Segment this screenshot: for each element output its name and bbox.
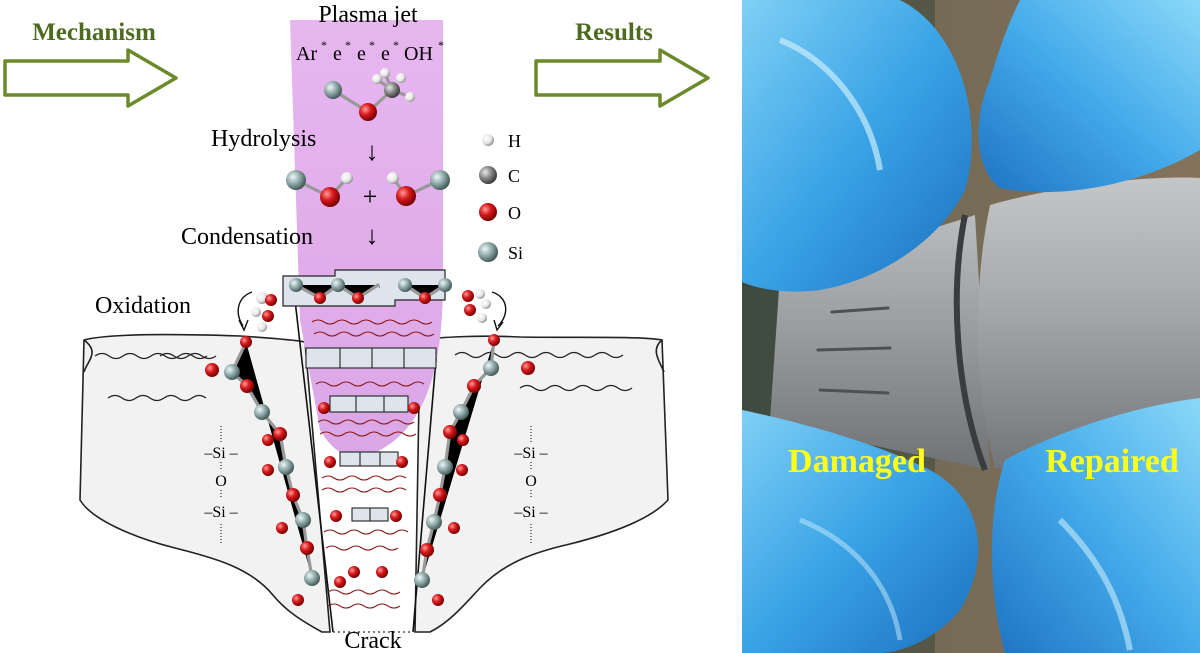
tube-seam bbox=[953, 214, 988, 472]
hydrolysis-arrow: ↓ bbox=[366, 137, 379, 166]
glove-bottom-right bbox=[991, 398, 1200, 653]
siloxane-right: –Si – O –Si – bbox=[513, 426, 549, 544]
film-atoms bbox=[289, 278, 452, 304]
svg-text:–Si –: –Si – bbox=[203, 445, 238, 462]
siloxane-left: –Si – O –Si – bbox=[203, 426, 239, 544]
mechanism-arrow bbox=[3, 48, 178, 108]
repair-photo bbox=[742, 0, 1200, 653]
legend-h-icon bbox=[482, 134, 494, 146]
oxidation-label: Oxidation bbox=[95, 293, 191, 319]
condensation-label: Condensation bbox=[181, 224, 313, 250]
svg-text:–Si –: –Si – bbox=[203, 504, 238, 521]
legend-o-icon bbox=[479, 203, 497, 221]
svg-text:O: O bbox=[525, 473, 537, 490]
glove-top-right bbox=[978, 0, 1200, 193]
svg-text:e: e bbox=[381, 43, 390, 65]
tube-repaired bbox=[978, 177, 1200, 469]
oxidation-molecules-right bbox=[462, 289, 491, 323]
svg-text:e: e bbox=[333, 43, 342, 65]
svg-text:OH: OH bbox=[404, 43, 433, 65]
svg-text:–Si –: –Si – bbox=[513, 445, 548, 462]
svg-text:*: * bbox=[321, 38, 327, 52]
crack-interior-atoms bbox=[318, 402, 420, 588]
plasma-jet-label: Plasma jet bbox=[318, 2, 418, 28]
oxidation-molecules-left bbox=[251, 292, 277, 332]
results-heading: Results bbox=[575, 19, 653, 46]
silanol-molecules bbox=[286, 170, 450, 207]
svg-text:Si: Si bbox=[508, 243, 523, 263]
left-wall-chain bbox=[205, 336, 320, 606]
results-arrow bbox=[534, 48, 710, 108]
silica-blocks bbox=[305, 347, 437, 522]
svg-text:*: * bbox=[438, 38, 444, 52]
svg-text:*: * bbox=[393, 38, 399, 52]
scratch-marks bbox=[816, 306, 892, 395]
crack-label: Crack bbox=[344, 628, 401, 653]
svg-text:–Si –: –Si – bbox=[513, 504, 548, 521]
plus-sign: + bbox=[363, 182, 378, 211]
oxidation-arrow-left bbox=[237, 291, 253, 327]
svg-text:*: * bbox=[369, 38, 375, 52]
methoxy-molecule bbox=[324, 68, 415, 121]
svg-text:H: H bbox=[508, 131, 521, 151]
svg-text:e: e bbox=[357, 43, 366, 65]
hydrolysis-label: Hydrolysis bbox=[211, 126, 316, 152]
svg-text:C: C bbox=[508, 166, 520, 186]
legend-si-icon bbox=[478, 242, 498, 262]
crack-wall-left bbox=[294, 299, 334, 633]
legend-c-icon bbox=[479, 166, 497, 184]
glove-bottom-left bbox=[742, 410, 979, 653]
crack-chains bbox=[311, 319, 435, 609]
mechanism-heading: Mechanism bbox=[32, 19, 156, 46]
condensation-arrow: ↓ bbox=[366, 221, 379, 250]
repaired-label: Repaired bbox=[1045, 443, 1179, 480]
damaged-label: Damaged bbox=[788, 443, 926, 480]
svg-text:O: O bbox=[508, 203, 521, 223]
plasma-species: Ar * e * e * e * OH * bbox=[296, 38, 444, 65]
svg-text:O: O bbox=[215, 473, 227, 490]
atom-legend: H C O Si bbox=[478, 131, 523, 263]
svg-text:*: * bbox=[345, 38, 351, 52]
oxidation-arrow-right bbox=[491, 291, 507, 327]
glove-top-left bbox=[742, 0, 972, 292]
surface-chains bbox=[94, 351, 633, 402]
right-wall-chain bbox=[414, 334, 535, 606]
svg-text:Ar: Ar bbox=[296, 43, 317, 65]
